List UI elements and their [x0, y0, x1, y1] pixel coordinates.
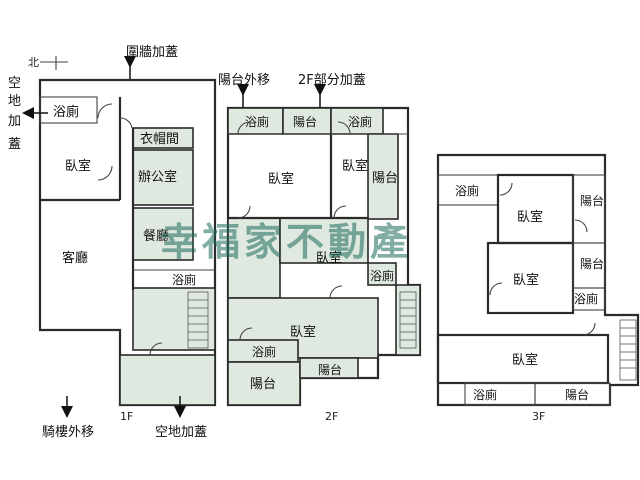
svg-text:加: 加	[8, 114, 21, 129]
f2-balcony-a-label: 陽台	[293, 114, 317, 129]
f3-bedroom-c-label: 臥室	[512, 352, 538, 368]
f3-bath-a-label: 浴廁	[455, 183, 479, 198]
floor-2-plan: 浴廁 陽台 浴廁 臥室 臥室 陽台 臥室 浴廁 臥室 浴廁 陽台 陽台 2F	[226, 106, 422, 423]
f2-balcony-b-label: 陽台	[372, 171, 398, 186]
floor-1-plan: 浴廁 衣帽間 臥室 辦公室 餐廳 客廳 浴廁 1F	[38, 78, 217, 423]
f1-bath2-label: 浴廁	[172, 272, 196, 287]
compass: 北	[28, 56, 68, 70]
f3-balcony-b-label: 陽台	[580, 256, 604, 271]
watermark-text: 幸福家不動產	[160, 220, 412, 264]
f2-balcony-d-label: 陽台	[250, 377, 276, 392]
f2-bedroom-c-label: 臥室	[316, 250, 342, 266]
f2-bedroom-b-label: 臥室	[342, 158, 368, 174]
f2-bath-d-label: 浴廁	[252, 344, 276, 359]
f3-balcony-a-label: 陽台	[580, 193, 604, 208]
f1-hat-room-label: 衣帽間	[140, 131, 179, 147]
f2-bath-c-label: 浴廁	[370, 268, 394, 283]
svg-text:蓋: 蓋	[8, 137, 21, 152]
f1-bedroom-label: 臥室	[65, 158, 91, 174]
f3-balcony-c-label: 陽台	[565, 387, 589, 402]
annotations: 圍牆加蓋 空 地 加 蓋 陽台外移 2F部分加蓋 騎樓外移 空地加蓋	[8, 45, 366, 440]
f2-bedroom-a-label: 臥室	[268, 171, 294, 187]
f1-dining-label: 餐廳	[143, 228, 169, 244]
f1-living-label: 客廳	[62, 250, 88, 266]
wall-extension-label: 圍牆加蓋	[126, 45, 178, 60]
floor-3-plan: 浴廁 臥室 陽台 陽台 臥室 浴廁 臥室 浴廁 陽台 3F	[436, 153, 640, 423]
void-add-bottom-label: 空地加蓋	[155, 425, 207, 440]
f2-bath-a-label: 浴廁	[245, 114, 269, 129]
f3-bedroom-a-label: 臥室	[517, 209, 543, 225]
void-add-left-label: 空 地 加 蓋	[8, 76, 21, 152]
svg-text:空: 空	[8, 76, 21, 91]
f1-bath-label: 浴廁	[53, 104, 79, 120]
f1-floor-label: 1F	[120, 410, 133, 423]
compass-label: 北	[28, 56, 39, 69]
f2-bath-b-label: 浴廁	[348, 114, 372, 129]
svg-text:地: 地	[8, 94, 21, 109]
f2-balcony-c-label: 陽台	[318, 362, 342, 377]
f2-floor-label: 2F	[325, 410, 338, 423]
f3-floor-label: 3F	[532, 410, 545, 423]
f3-bath-c-label: 浴廁	[473, 387, 497, 402]
arcade-move-label: 騎樓外移	[42, 425, 94, 440]
part-2f-add-label: 2F部分加蓋	[298, 73, 366, 88]
f3-bath-b-label: 浴廁	[574, 291, 598, 306]
f2-bedroom-d-label: 臥室	[290, 324, 316, 340]
balcony-move-label: 陽台外移	[218, 73, 270, 88]
f3-bedroom-b-label: 臥室	[513, 272, 539, 288]
f1-office-label: 辦公室	[138, 169, 177, 185]
